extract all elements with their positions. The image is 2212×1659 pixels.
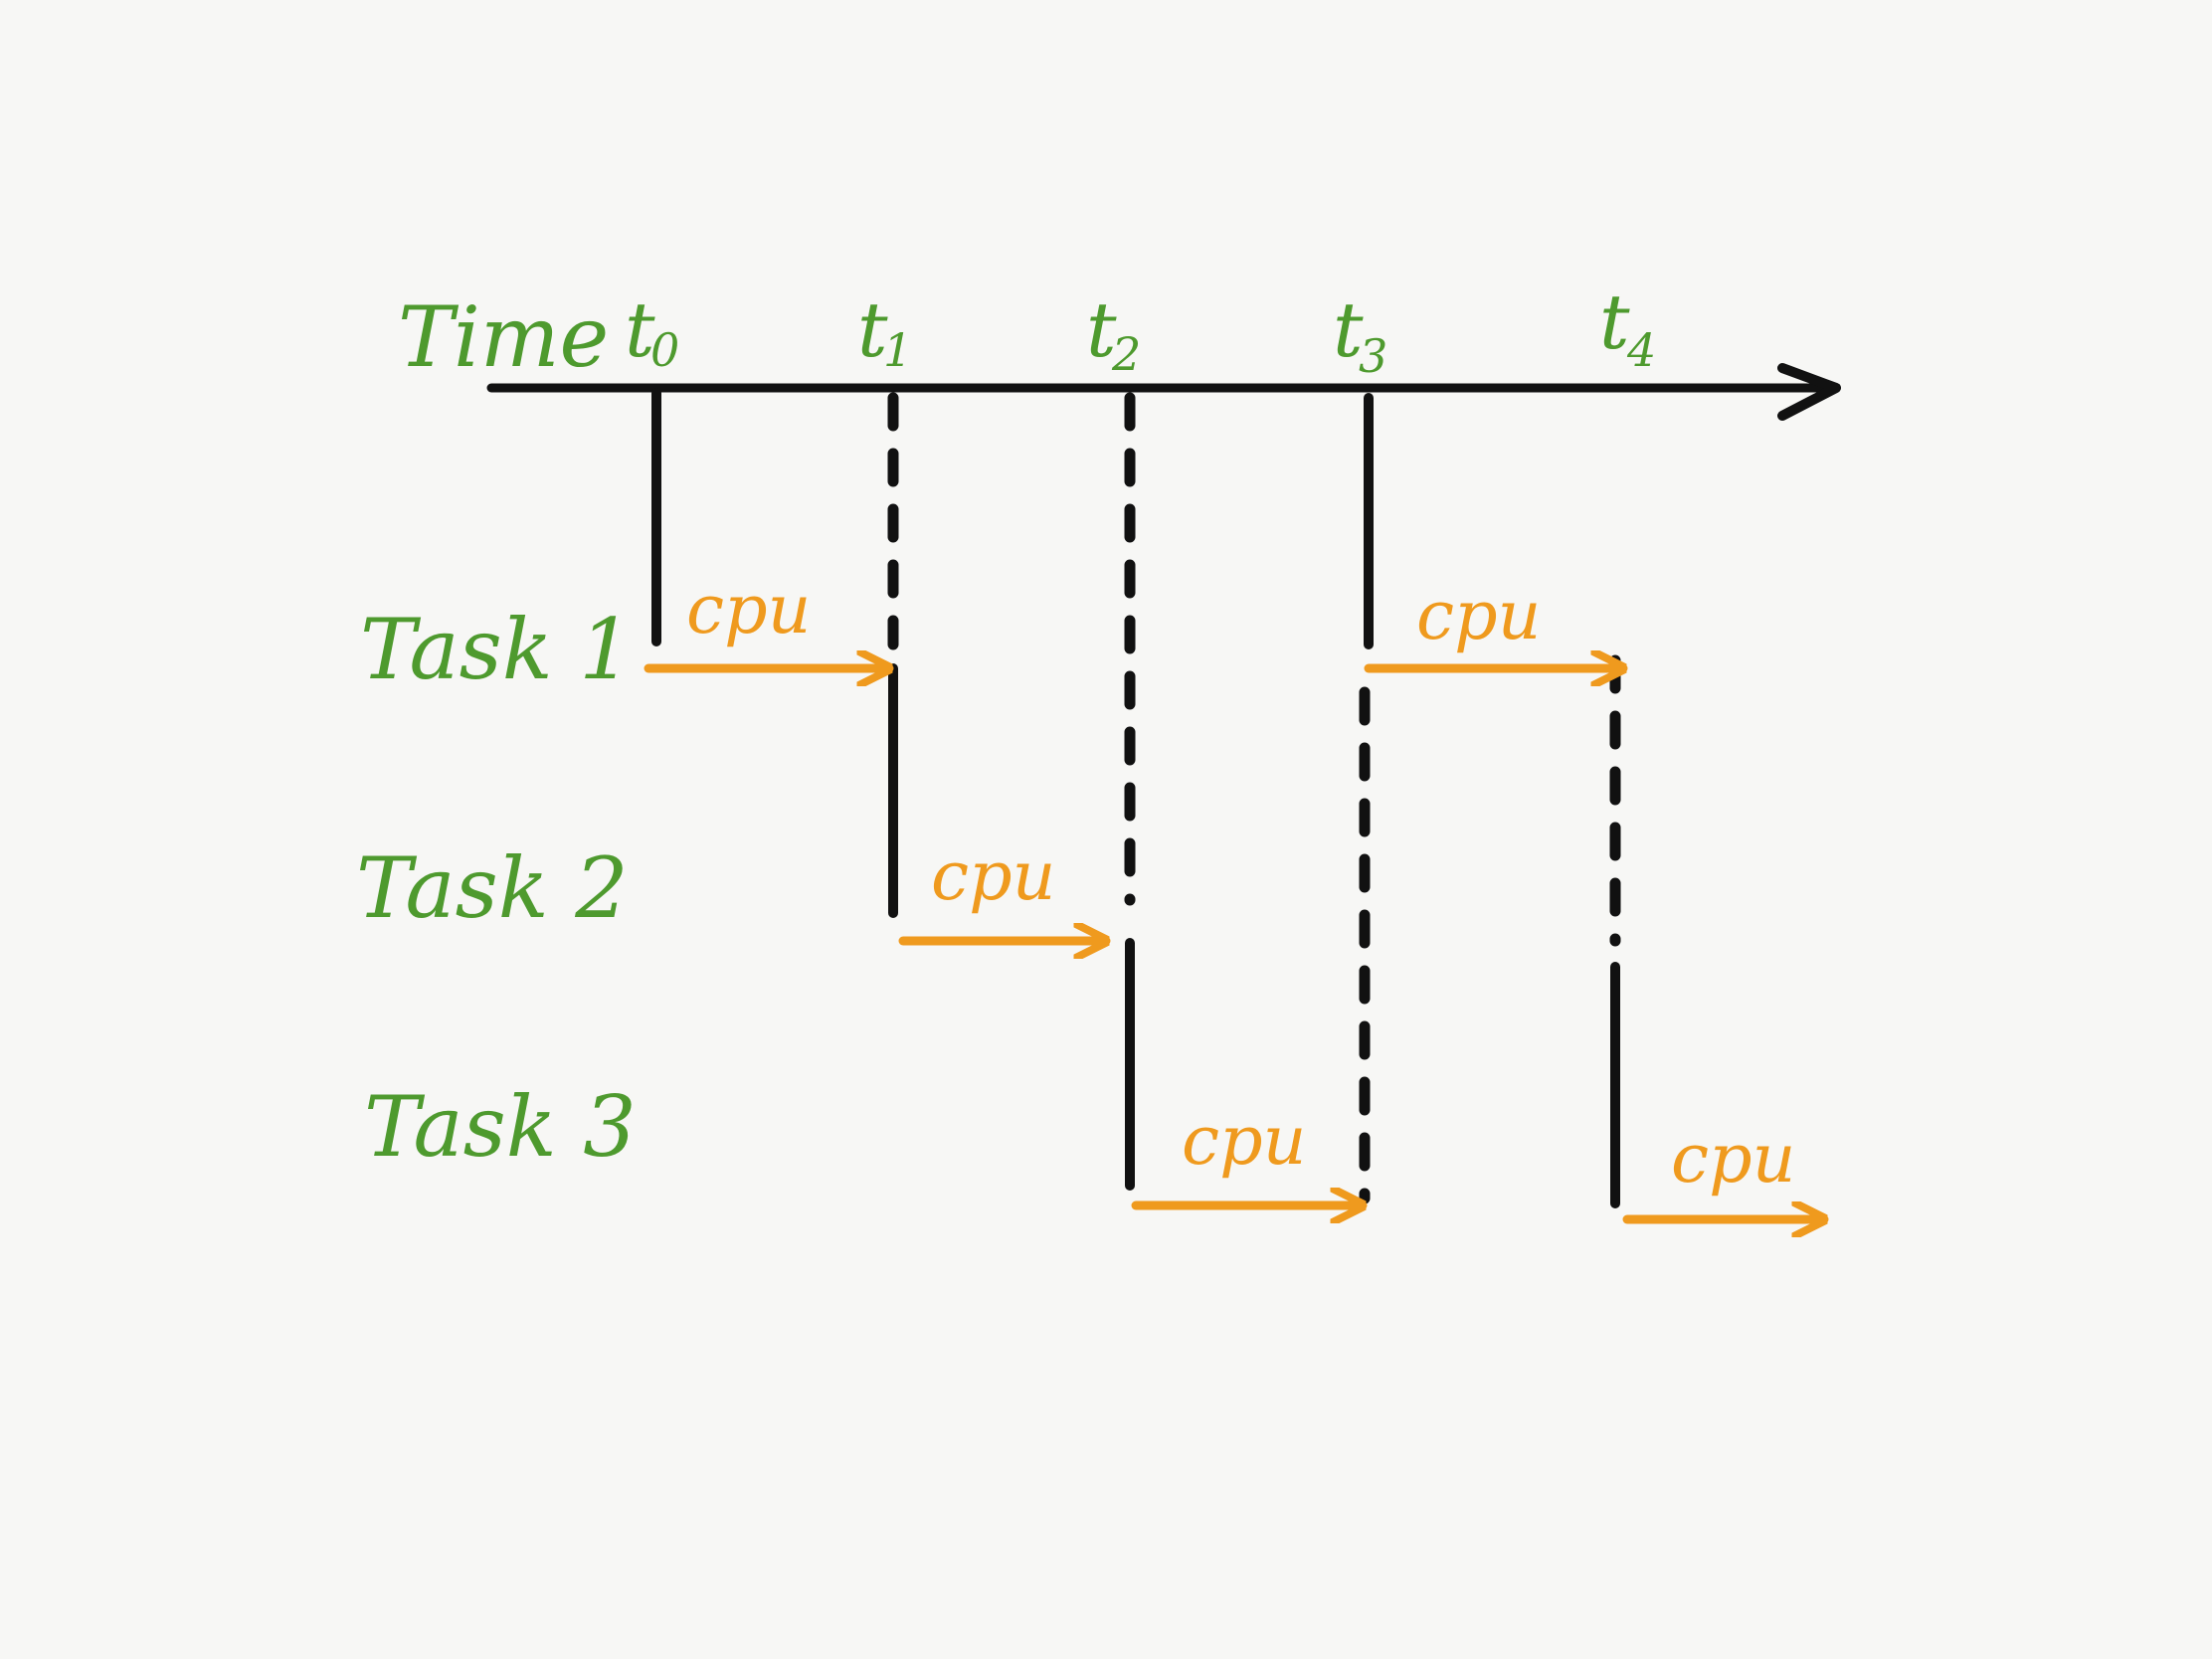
tick-label-t1: t 1 bbox=[857, 285, 912, 377]
tick-base: t bbox=[1599, 277, 1630, 366]
cpu-label-3: cpu bbox=[1182, 1102, 1306, 1181]
task-label-3: Task 3 bbox=[364, 1078, 637, 1176]
time-axis-arrowhead bbox=[1777, 363, 1841, 421]
tick-label-t0: t 0 bbox=[625, 285, 679, 377]
tick-sub: 4 bbox=[1626, 323, 1656, 377]
axis-label: Time bbox=[398, 288, 609, 386]
cpu-label-4: cpu bbox=[1416, 577, 1541, 655]
cpu-label-5: cpu bbox=[1671, 1120, 1795, 1198]
task-label-1: Task 1 bbox=[360, 601, 633, 698]
cpu-arrows bbox=[644, 668, 1829, 1219]
tick-base: t bbox=[625, 285, 655, 374]
tick-sub: 3 bbox=[1359, 329, 1387, 383]
cpu-label-2: cpu bbox=[931, 837, 1055, 916]
dashed-lines bbox=[887, 392, 1621, 1204]
tick-base: t bbox=[857, 285, 888, 374]
tick-sub: 1 bbox=[883, 323, 912, 377]
tick-label-t3: t 3 bbox=[1333, 285, 1387, 383]
tick-label-t2: t 2 bbox=[1086, 285, 1141, 381]
solid-lines bbox=[651, 388, 1620, 1208]
tick-base: t bbox=[1086, 285, 1117, 374]
cpu-label-1: cpu bbox=[686, 571, 811, 649]
tick-sub: 2 bbox=[1111, 327, 1141, 381]
task-label-2: Task 2 bbox=[356, 839, 629, 937]
tick-sub: 0 bbox=[650, 323, 679, 377]
tick-label-t4: t 4 bbox=[1599, 277, 1656, 377]
tick-base: t bbox=[1333, 285, 1364, 374]
